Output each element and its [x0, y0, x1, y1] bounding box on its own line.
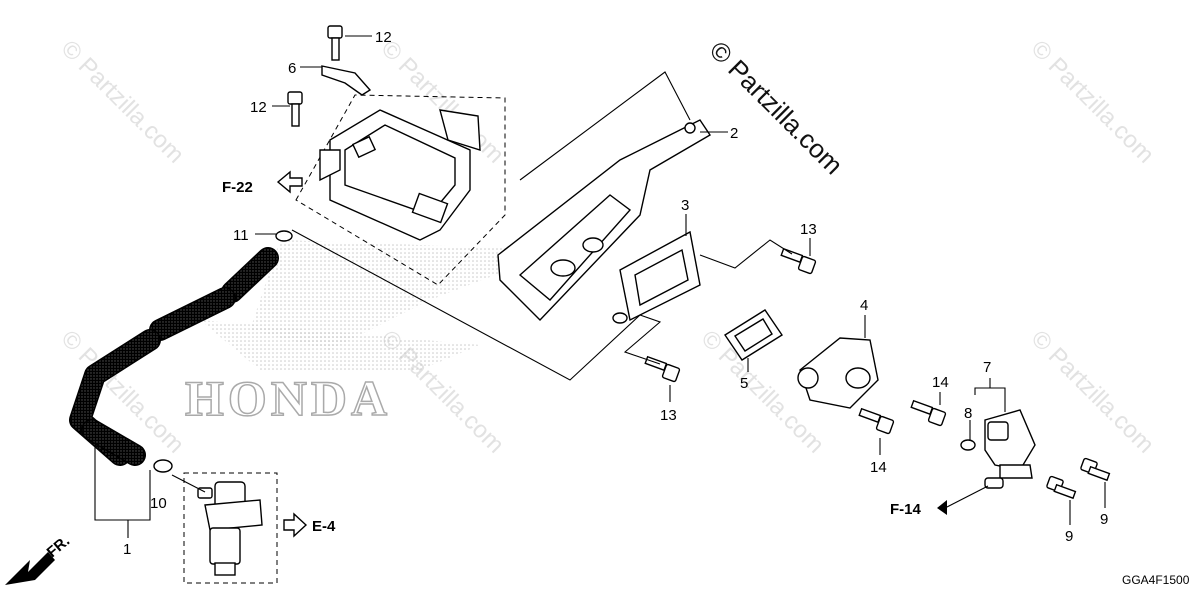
part-8-washer [960, 439, 976, 451]
part-6-clamp [321, 65, 372, 96]
part-14-bolt-right [910, 399, 947, 427]
callout-11: 11 [233, 227, 249, 244]
part-13-bolt-lower [644, 355, 681, 383]
part-10-clip [153, 459, 173, 473]
ref-f14: F-14 [890, 501, 922, 518]
callout-5: 5 [740, 375, 748, 392]
diagram-code: GGA4F1500 [1122, 573, 1190, 587]
part-14-bolt-left [858, 407, 895, 435]
leader-lines [94, 35, 1106, 538]
part-4-valve-body [797, 337, 879, 409]
part-12-bolt-left [287, 91, 303, 127]
part-7-solenoid [984, 409, 1036, 489]
part-2-cover [497, 119, 711, 322]
honda-wing-logo: HONDA [184, 240, 560, 427]
callout-14a: 14 [932, 374, 949, 391]
honda-logo-text: HONDA [185, 370, 391, 426]
ref-e4: E-4 [312, 518, 336, 535]
dashed-box-bracket [295, 94, 506, 286]
air-injection-valve [197, 481, 263, 576]
callout-6: 6 [288, 60, 296, 77]
arrow-e4-icon [283, 512, 308, 538]
part-9-bolt-left [1046, 475, 1077, 500]
callout-14b: 14 [870, 459, 887, 476]
callout-12a: 12 [375, 29, 392, 46]
watermark-faint: © Partzilla.com [1026, 325, 1159, 458]
watermark-faint: © Partzilla.com [56, 35, 189, 168]
part-11-clip [275, 230, 293, 242]
part-12-bolt-top [327, 25, 343, 61]
arrow-front-icon [5, 552, 55, 585]
callout-3: 3 [681, 197, 689, 214]
callout-10: 10 [150, 495, 167, 512]
part-1-hose [69, 247, 279, 466]
callout-9b: 9 [1100, 511, 1108, 528]
dashed-box-valve [183, 472, 278, 584]
stay-bracket [319, 109, 481, 241]
callout-4: 4 [860, 297, 868, 314]
part-5-gasket [724, 309, 783, 361]
callout-8: 8 [964, 405, 972, 422]
arrow-f22-icon [276, 170, 303, 194]
callout-2: 2 [730, 125, 738, 142]
arrow-f14-icon [937, 500, 947, 515]
part-3-reed-plate [612, 230, 701, 324]
callout-12b: 12 [250, 99, 267, 116]
callout-7: 7 [983, 359, 991, 376]
callout-13b: 13 [660, 407, 677, 424]
part-13-bolt-right [780, 247, 817, 275]
ref-f22: F-22 [222, 179, 253, 196]
watermark-main: © Partzilla.com [704, 35, 849, 180]
callout-1: 1 [123, 541, 131, 558]
watermark-faint: © Partzilla.com [1026, 35, 1159, 168]
part-9-bolt-right [1080, 457, 1111, 482]
callout-13a: 13 [800, 221, 817, 238]
callout-9a: 9 [1065, 528, 1073, 545]
